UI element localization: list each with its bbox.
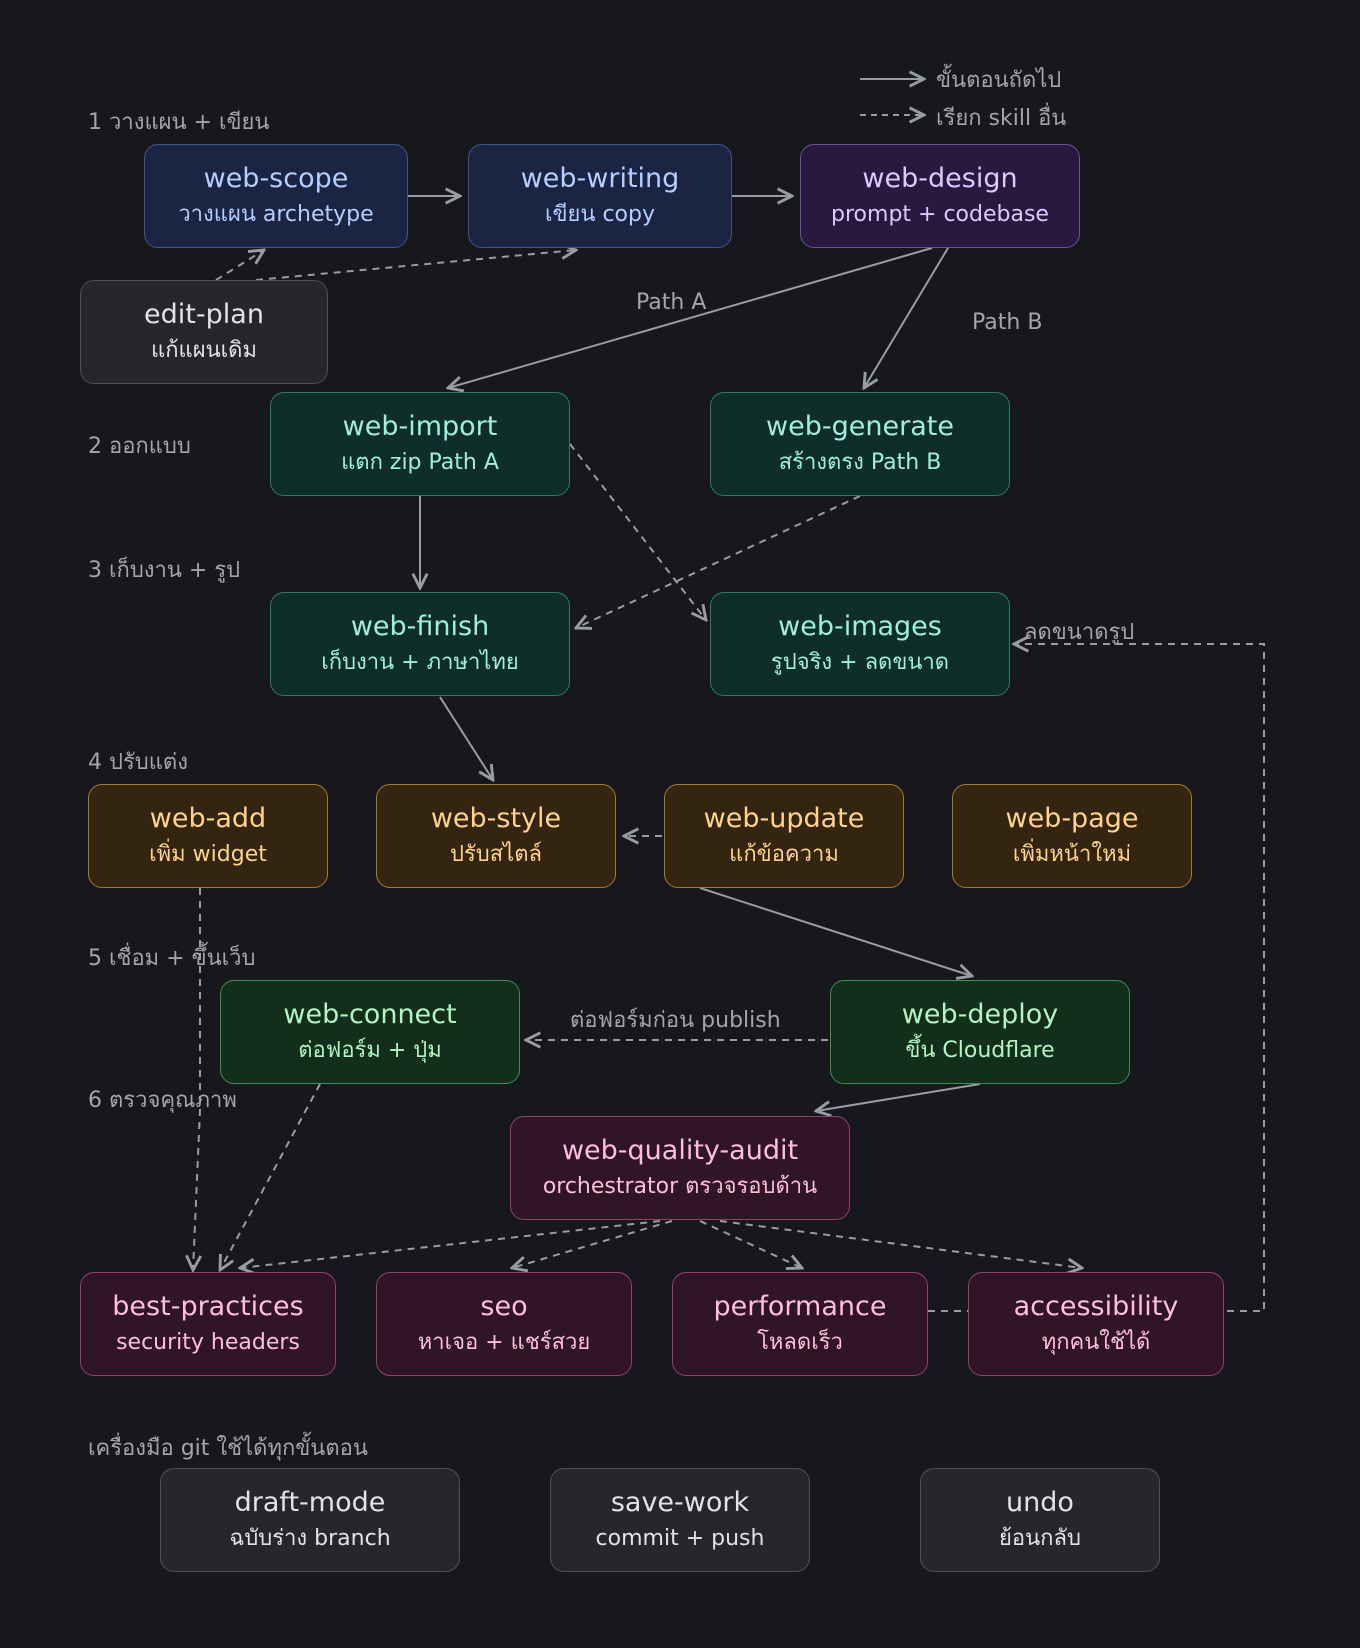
node-subtitle: รูปจริง + ลดขนาด xyxy=(770,650,950,675)
node-seo[interactable]: seo หาเจอ + แชร์สวย xyxy=(376,1272,632,1376)
node-performance[interactable]: performance โหลดเร็ว xyxy=(672,1272,928,1376)
node-title: save-work xyxy=(610,1487,750,1518)
phase-label-2: 2 ออกแบบ xyxy=(88,434,191,459)
node-web-style[interactable]: web-style ปรับสไตล์ xyxy=(376,784,616,888)
node-web-scope[interactable]: web-scope วางแผน archetype xyxy=(144,144,408,248)
node-web-import[interactable]: web-import แตก zip Path A xyxy=(270,392,570,496)
node-web-images[interactable]: web-images รูปจริง + ลดขนาด xyxy=(710,592,1010,696)
node-title: draft-mode xyxy=(234,1487,386,1518)
edge-design-to-import xyxy=(448,247,933,388)
legend-solid-label: ขั้นตอนถัดไป xyxy=(936,68,1062,93)
node-subtitle: ทุกคนใช้ได้ xyxy=(1041,1330,1151,1355)
edge-audit-to-seo xyxy=(512,1220,673,1268)
edge-performance-to-images xyxy=(928,644,1265,1312)
node-web-update[interactable]: web-update แก้ข้อความ xyxy=(664,784,904,888)
node-web-deploy[interactable]: web-deploy ขึ้น Cloudflare xyxy=(830,980,1130,1084)
node-subtitle: prompt + codebase xyxy=(831,202,1049,227)
node-subtitle: แตก zip Path A xyxy=(341,450,499,475)
node-subtitle: ต่อฟอร์ม + ปุ่ม xyxy=(298,1038,442,1063)
node-title: web-writing xyxy=(520,163,680,194)
node-title: undo xyxy=(1006,1487,1074,1518)
node-subtitle: commit + push xyxy=(595,1526,765,1551)
node-title: seo xyxy=(480,1291,528,1322)
node-subtitle: security headers xyxy=(116,1330,300,1355)
node-web-writing[interactable]: web-writing เขียน copy xyxy=(468,144,732,248)
legend-dashed-label: เรียก skill อื่น xyxy=(936,106,1067,131)
edge-audit-to-performance xyxy=(699,1220,802,1268)
node-subtitle: เพิ่ม widget xyxy=(149,842,267,867)
node-title: web-connect xyxy=(283,999,457,1030)
node-accessibility[interactable]: accessibility ทุกคนใช้ได้ xyxy=(968,1272,1224,1376)
node-subtitle: ฉบับร่าง branch xyxy=(229,1526,391,1551)
node-web-design[interactable]: web-design prompt + codebase xyxy=(800,144,1080,248)
node-title: web-design xyxy=(862,163,1018,194)
node-title: web-style xyxy=(430,803,562,834)
node-web-finish[interactable]: web-finish เก็บงาน + ภาษาไทย xyxy=(270,592,570,696)
node-subtitle: วางแผน archetype xyxy=(178,202,374,227)
phase-label-5: 5 เชื่อม + ขึ้นเว็บ xyxy=(88,946,256,971)
node-subtitle: สร้างตรง Path B xyxy=(778,450,942,475)
node-undo[interactable]: undo ย้อนกลับ xyxy=(920,1468,1160,1572)
edge-generate-to-finish xyxy=(576,495,861,628)
node-title: web-scope xyxy=(203,163,349,194)
edge-audit-to-bestpractices xyxy=(240,1220,661,1268)
node-title: web-update xyxy=(703,803,865,834)
node-title: performance xyxy=(713,1291,887,1322)
node-title: best-practices xyxy=(112,1291,304,1322)
node-subtitle: หาเจอ + แชร์สวย xyxy=(417,1330,591,1355)
edge-update-to-deploy xyxy=(699,887,972,976)
node-best-practices[interactable]: best-practices security headers xyxy=(80,1272,336,1376)
edge-label-path-b: Path B xyxy=(972,310,1043,335)
node-subtitle: เพิ่มหน้าใหม่ xyxy=(1012,842,1132,867)
node-web-add[interactable]: web-add เพิ่ม widget xyxy=(88,784,328,888)
node-subtitle: ปรับสไตล์ xyxy=(449,842,542,867)
node-web-quality-audit[interactable]: web-quality-audit orchestrator ตรวจรอบด้… xyxy=(510,1116,850,1220)
node-subtitle: แก้ข้อความ xyxy=(729,842,839,867)
node-subtitle: ขึ้น Cloudflare xyxy=(905,1038,1055,1063)
edge-label-resize: ลดขนาดรูป xyxy=(1024,620,1135,645)
node-title: accessibility xyxy=(1013,1291,1179,1322)
node-web-connect[interactable]: web-connect ต่อฟอร์ม + ปุ่ม xyxy=(220,980,520,1084)
edge-import-to-images xyxy=(569,443,706,620)
node-title: web-generate xyxy=(766,411,954,442)
node-title: web-add xyxy=(149,803,267,834)
tools-label: เครื่องมือ git ใช้ได้ทุกขั้นตอน xyxy=(88,1436,368,1461)
edge-finish-to-style xyxy=(439,696,493,780)
node-subtitle: เขียน copy xyxy=(544,202,656,227)
node-title: edit-plan xyxy=(144,299,264,330)
node-subtitle: แก้แผนเดิม xyxy=(151,338,257,363)
node-title: web-quality-audit xyxy=(561,1135,799,1166)
node-title: web-import xyxy=(342,411,498,442)
edge-design-to-generate xyxy=(864,247,949,388)
edge-label-form-before-publish: ต่อฟอร์มก่อน publish xyxy=(570,1008,781,1033)
edge-deploy-to-audit xyxy=(816,1083,981,1111)
edge-editplan-to-writing xyxy=(255,250,576,281)
node-title: web-deploy xyxy=(901,999,1059,1030)
node-web-page[interactable]: web-page เพิ่มหน้าใหม่ xyxy=(952,784,1192,888)
node-draft-mode[interactable]: draft-mode ฉบับร่าง branch xyxy=(160,1468,460,1572)
node-save-work[interactable]: save-work commit + push xyxy=(550,1468,810,1572)
phase-label-6: 6 ตรวจคุณภาพ xyxy=(88,1088,237,1113)
node-title: web-finish xyxy=(350,611,490,642)
edge-add-to-bestpractices xyxy=(193,888,200,1270)
node-subtitle: ย้อนกลับ xyxy=(999,1526,1081,1551)
node-edit-plan[interactable]: edit-plan แก้แผนเดิม xyxy=(80,280,328,384)
node-web-generate[interactable]: web-generate สร้างตรง Path B xyxy=(710,392,1010,496)
node-title: web-images xyxy=(778,611,942,642)
edge-label-path-a: Path A xyxy=(636,290,707,315)
node-subtitle: orchestrator ตรวจรอบด้าน xyxy=(542,1174,818,1199)
edge-editplan-to-scope xyxy=(215,250,264,281)
node-title: web-page xyxy=(1005,803,1139,834)
node-subtitle: โหลดเร็ว xyxy=(757,1330,843,1355)
phase-label-1: 1 วางแผน + เขียน xyxy=(88,110,270,135)
node-subtitle: เก็บงาน + ภาษาไทย xyxy=(321,650,519,675)
phase-label-4: 4 ปรับแต่ง xyxy=(88,750,188,775)
edge-audit-to-accessibility xyxy=(719,1220,1082,1268)
phase-label-3: 3 เก็บงาน + รูป xyxy=(88,558,241,583)
edge-connect-to-bestpractices xyxy=(220,1083,321,1270)
